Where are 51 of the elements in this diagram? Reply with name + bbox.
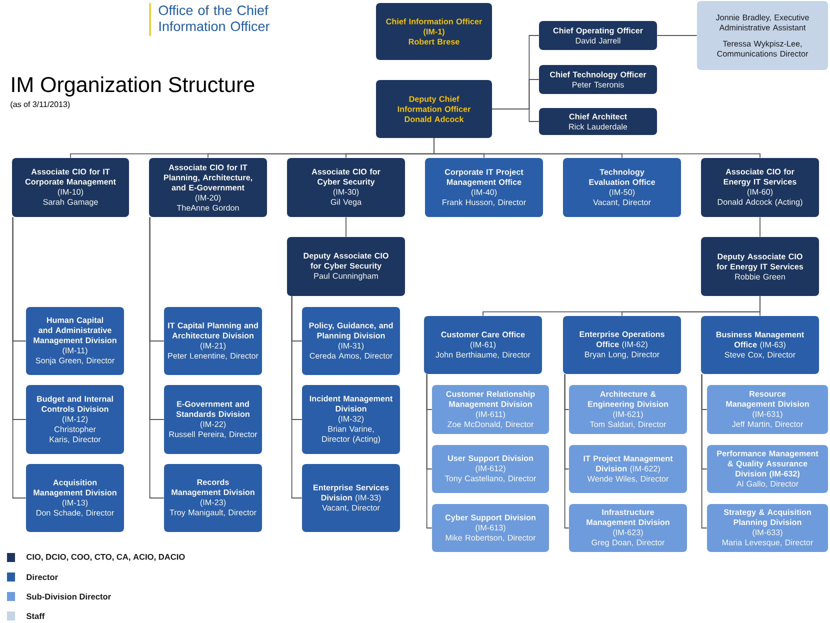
position-box: Chief Information Officer (IM-1) Robert Brese — [376, 3, 492, 60]
division-box: Strategy & Acquisition Planning Division (IM-633) Maria Levesque, Director — [707, 504, 828, 552]
office-box: Enterprise Operations Office (IM-62) Bryan Long, Director — [563, 316, 681, 374]
division-box: E-Government and Standards Division (IM-22) Russell Pereira, Director — [164, 385, 262, 454]
position-box: Associate CIO for Cyber Security (IM-30) Gil Vega — [287, 158, 405, 217]
division-box: Human Capital and Administrative Management Division (IM-11) Sonja Green, Director — [26, 307, 124, 375]
division-box: IT Capital Planning and Architecture Division (IM-21) Peter Lenentine, Director — [164, 307, 262, 375]
division-box: Architecture & Engineering Division (IM-621) Tom Saldari, Director — [569, 385, 687, 434]
page-title: IM Organization Structure — [12, 76, 254, 96]
position-box: Deputy Associate CIO for Energy IT Services Robbie Green — [701, 237, 819, 296]
office-box: Technology Evaluation Office (IM-50) Vacant, Director — [563, 158, 681, 217]
division-box: User Support Division (IM-612) Tony Castellano, Director — [432, 445, 549, 493]
connector-line — [12, 216, 26, 498]
connector-line — [656, 35, 698, 36]
connector-line — [426, 374, 432, 528]
office-box: Customer Care Office (IM-61) John Berthiaume, Director — [424, 316, 542, 374]
division-box: Resource Management Division (IM-631) Jeff Martin, Director — [707, 385, 828, 434]
office-box: Corporate IT Project Management Office (IM-40) Frank Husson, Director — [425, 158, 543, 217]
position-box: Chief Architect Rick Lauderdale — [539, 108, 657, 135]
position-box: Associate CIO for IT Corporate Management (IM-10) Sarah Gamage — [12, 158, 129, 217]
legend-label: Sub-Division Director — [26, 593, 111, 600]
connector-line — [434, 138, 760, 158]
division-box: Cyber Support Division (IM-613) Mike Robertson, Director — [432, 504, 549, 552]
legend-label: Director — [26, 574, 58, 580]
date-note: (as of 3/11/2013) — [10, 101, 70, 109]
position-box: Associate CIO for Energy IT Services (IM-60) Donald Adcock (Acting) — [701, 158, 819, 217]
connector-line — [149, 216, 164, 498]
division-box: Infrastructure Management Division (IM-623) Greg Doan, Director — [569, 504, 687, 552]
division-box: Performance Management & Quality Assurance Division (IM-632) Al Gallo, Director — [707, 445, 828, 493]
division-box: Policy, Guidance, and Planning Division (IM-31) Cereda Amos, Director — [302, 307, 400, 375]
connector-line — [701, 374, 708, 528]
division-box: Enterprise Services Division (IM-33) Vacant, Director — [302, 464, 400, 532]
division-box: Acquisition Management Division (IM-13) Don Schade, Director — [26, 464, 124, 532]
division-box: Budget and Internal Controls Division (IM-12) Christopher Karis, Director — [26, 385, 124, 454]
position-box: Deputy Chief Information Officer Donald Adcock — [376, 80, 492, 138]
division-box: IT Project Management Division (IM-622) Wende Wiles, Director — [569, 445, 687, 493]
office-name: Office of the Chief Information Officer — [158, 5, 270, 32]
division-box: Records Management Division (IM-23) Troy Manigault, Director — [164, 464, 262, 532]
position-box: Chief Technology Officer Peter Tseronis — [539, 65, 657, 94]
connector-line — [564, 374, 570, 528]
legend-label: Staff — [26, 612, 45, 620]
legend-label: CIO, DCIO, COO, CTO, CA, ACIO, DACIO — [26, 554, 185, 562]
division-box: Customer Relationship Management Division (IM-611) Zoe McDonald, Director — [432, 385, 549, 434]
division-box: Incident Management Division (IM-32) Brian Varine, Director (Acting) — [302, 385, 400, 454]
position-box: Deputy Associate CIO for Cyber Security Paul Cunningham — [287, 237, 405, 296]
connector-line — [291, 296, 302, 498]
position-box: Chief Operating Officer David Jarrell — [539, 21, 657, 50]
office-box: Business Management Office (IM-63) Steve Cox, Director — [701, 316, 819, 374]
staff-box: Jonnie Bradley, Executive Administrative Assistant Teressa Wykpisz-Lee, Communications Director — [697, 1, 828, 70]
position-box: Associate CIO for IT Planning, Architecture, and E-Government (IM-20) TheAnne Gordon — [149, 158, 267, 217]
connector-line — [492, 108, 540, 122]
